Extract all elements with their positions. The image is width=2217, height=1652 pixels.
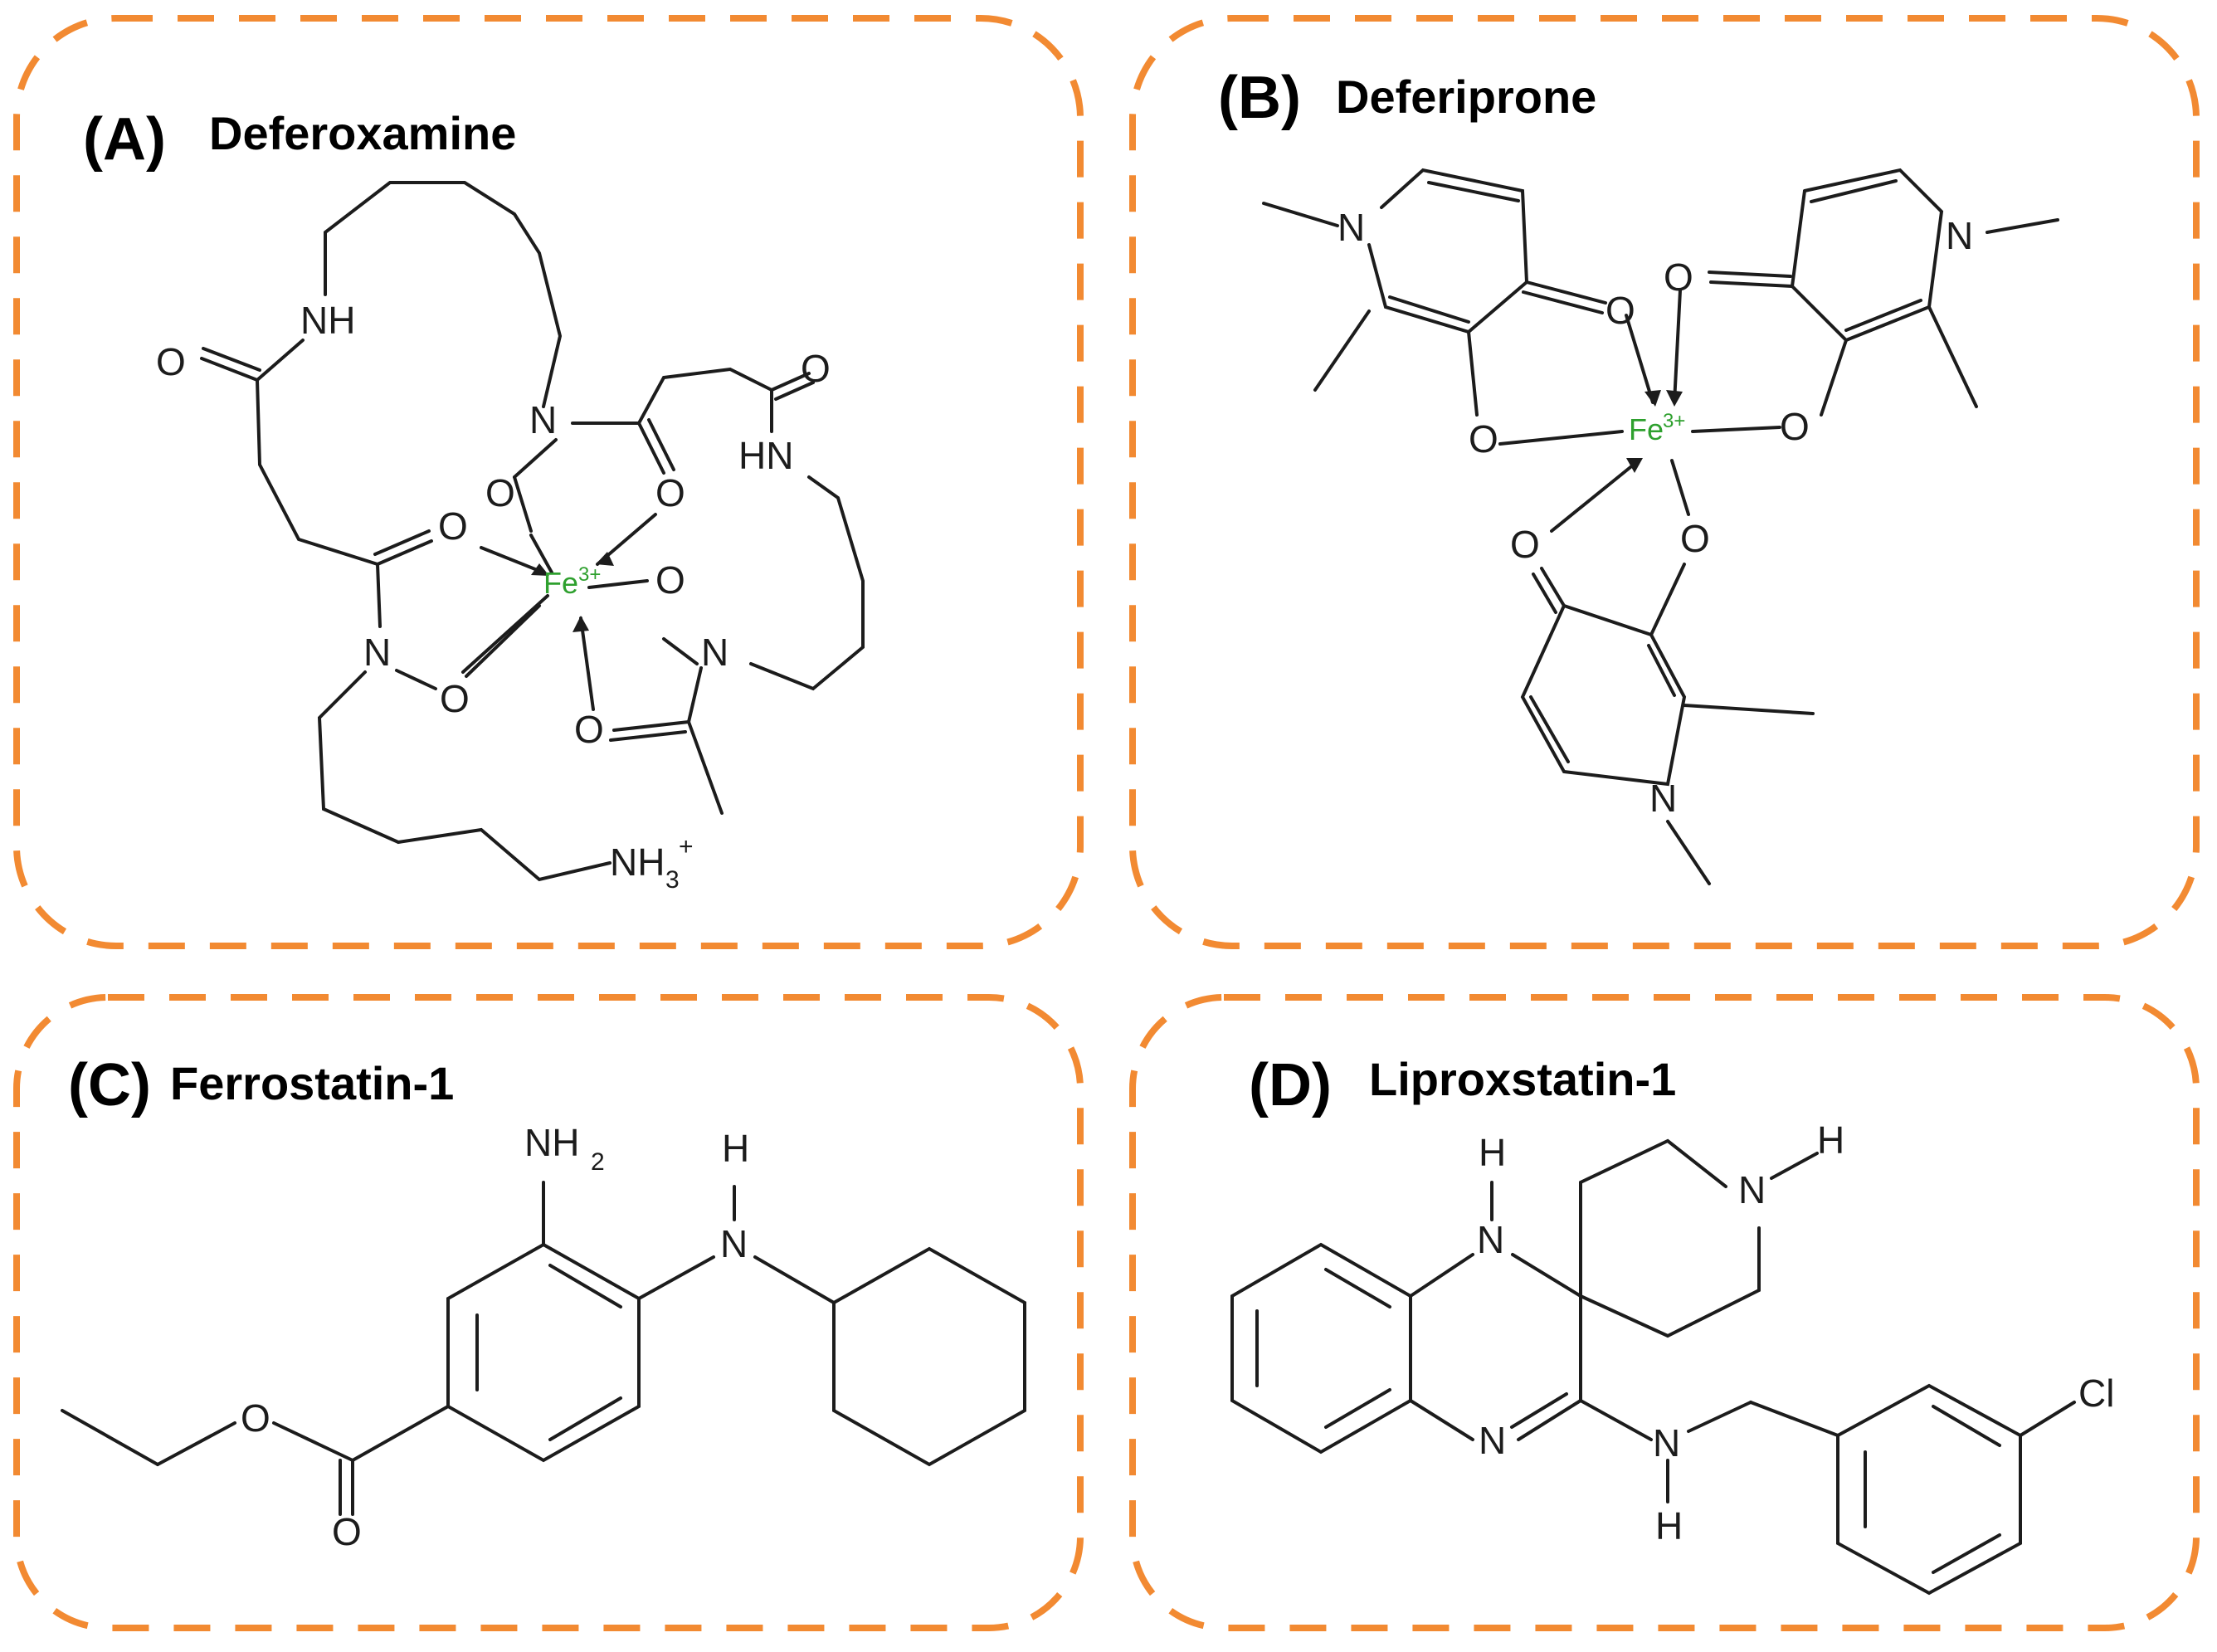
deferoxamine-nh3-sub: 3 <box>665 866 680 894</box>
liproxstatin-h-pip: H <box>1817 1118 1844 1162</box>
panel-b-frame <box>1129 15 2200 949</box>
liproxstatin-h3: H <box>1655 1504 1683 1547</box>
deferiprone-o6: O <box>1680 517 1710 560</box>
deferiprone-fe: Fe <box>1629 412 1664 446</box>
deferoxamine-fe-charge: 3+ <box>578 563 601 586</box>
ferrostatin-n: N <box>720 1222 748 1265</box>
panel-c-letter: (C) <box>68 1052 151 1118</box>
panel-d-title: Liproxstatin-1 <box>1369 1053 1676 1105</box>
deferoxamine-o1: O <box>156 340 186 383</box>
panel-a-letter: (A) <box>83 106 166 173</box>
deferiprone-n3: N <box>1649 777 1677 820</box>
panel-d: (D) Liproxstatin-1 <box>1230 1052 2114 1596</box>
panel-c-frame <box>13 994 1084 1631</box>
deferiprone-o1: O <box>1605 289 1635 332</box>
panel-d-letter: (D) <box>1249 1052 1332 1118</box>
panel-a-frame <box>13 15 1084 949</box>
deferoxamine-nh3-charge: + <box>679 833 694 860</box>
ferrostatin-nh2: NH <box>524 1121 579 1164</box>
ferrostatin-o-carbonyl: O <box>332 1510 362 1553</box>
deferoxamine-o8: O <box>574 708 604 751</box>
deferiprone-o2: O <box>1469 417 1498 461</box>
deferoxamine-o2: O <box>485 471 515 514</box>
ferrostatin-nh2-sub: 2 <box>591 1148 605 1176</box>
liproxstatin-n1: N <box>1477 1218 1504 1261</box>
panel-c: (C) Ferrostatin-1 NH 2 H N <box>61 1052 1026 1553</box>
panel-b-title: Deferiprone <box>1336 71 1596 123</box>
liproxstatin-cl: Cl <box>2078 1372 2114 1415</box>
liproxstatin-structure: H N N N H N H Cl <box>1230 1118 2114 1596</box>
deferiprone-fe-charge: 3+ <box>1663 410 1685 432</box>
liproxstatin-n-pip: N <box>1738 1168 1766 1211</box>
ferrostatin-o-ester: O <box>241 1396 270 1440</box>
deferiprone-structure: N O O N O O Fe 3+ O O N <box>1262 168 2059 885</box>
panel-a: (A) Deferoxamine <box>83 106 865 894</box>
deferoxamine-o7: O <box>440 677 470 720</box>
ferrostatin-structure: NH 2 H N O O <box>61 1121 1026 1553</box>
liproxstatin-n3: N <box>1653 1421 1680 1464</box>
deferiprone-n1: N <box>1338 206 1365 249</box>
deferoxamine-n2: N <box>363 631 391 674</box>
deferiprone-o3: O <box>1664 256 1693 299</box>
deferoxamine-n3: N <box>701 631 728 674</box>
deferoxamine-o5: O <box>438 504 468 548</box>
deferiprone-o4: O <box>1780 405 1810 448</box>
deferoxamine-fe: Fe <box>543 566 578 600</box>
deferoxamine-nh3: NH <box>610 841 665 884</box>
deferoxamine-nh: NH <box>300 299 355 342</box>
panel-d-frame <box>1129 994 2200 1631</box>
deferiprone-n2: N <box>1946 214 1973 257</box>
panel-a-title: Deferoxamine <box>209 107 516 159</box>
deferoxamine-o4: O <box>801 347 831 390</box>
deferoxamine-o6: O <box>655 558 685 602</box>
panel-c-title: Ferrostatin-1 <box>170 1057 454 1109</box>
deferoxamine-n1: N <box>529 398 557 441</box>
panel-b: (B) Deferiprone <box>1218 65 2059 885</box>
deferoxamine-o3: O <box>655 471 685 514</box>
deferiprone-o5: O <box>1510 523 1540 566</box>
ferrostatin-h: H <box>722 1127 749 1170</box>
liproxstatin-h1: H <box>1479 1131 1506 1174</box>
panel-b-letter: (B) <box>1218 65 1301 131</box>
deferoxamine-hn: HN <box>738 434 793 477</box>
liproxstatin-n2: N <box>1479 1419 1506 1462</box>
deferoxamine-structure: NH O N O O O HN O Fe 3+ O N O N O NH 3 + <box>156 181 865 894</box>
